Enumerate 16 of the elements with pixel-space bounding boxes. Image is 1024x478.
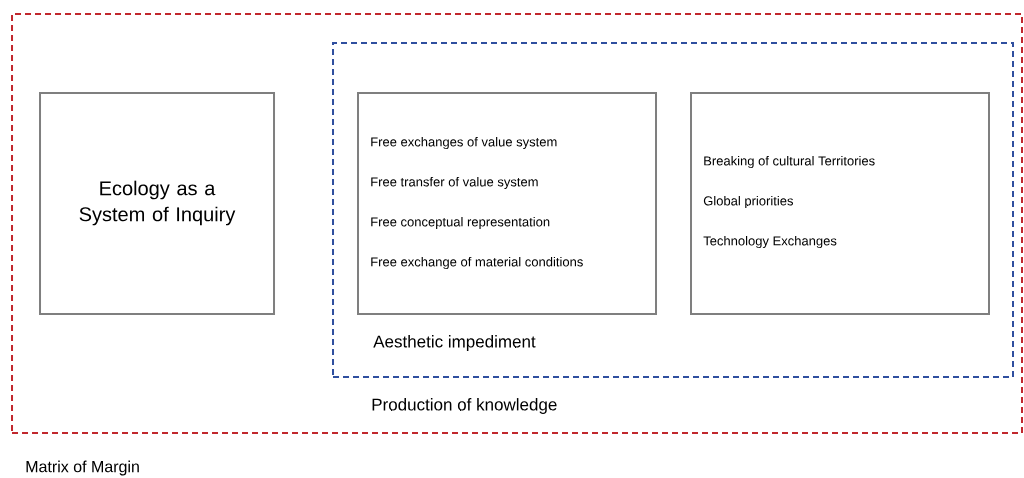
box-text: Technology Exchanges: [703, 235, 837, 249]
text-box: [39, 92, 275, 315]
dashed-frame: [332, 42, 1014, 378]
box-text: Matrix of Margin: [26, 460, 139, 476]
box-text: Free exchange of material conditions: [371, 256, 583, 270]
box-text: Ecology as a System of Inquiry: [79, 180, 236, 226]
text-box: [357, 92, 657, 315]
dashed-frame: [11, 13, 1023, 476]
box-text: Breaking of cultural Territories: [704, 155, 875, 169]
box-text: Global priorities: [703, 195, 794, 209]
box-text: Free conceptual representation: [371, 216, 550, 230]
box-text: Free exchanges of value system: [371, 136, 557, 150]
box-text: Free transfer of value system: [371, 176, 538, 190]
text-box: [690, 92, 990, 315]
box-text: Aesthetic impediment: [373, 335, 536, 351]
box-text: Production of knowledge: [372, 398, 557, 414]
